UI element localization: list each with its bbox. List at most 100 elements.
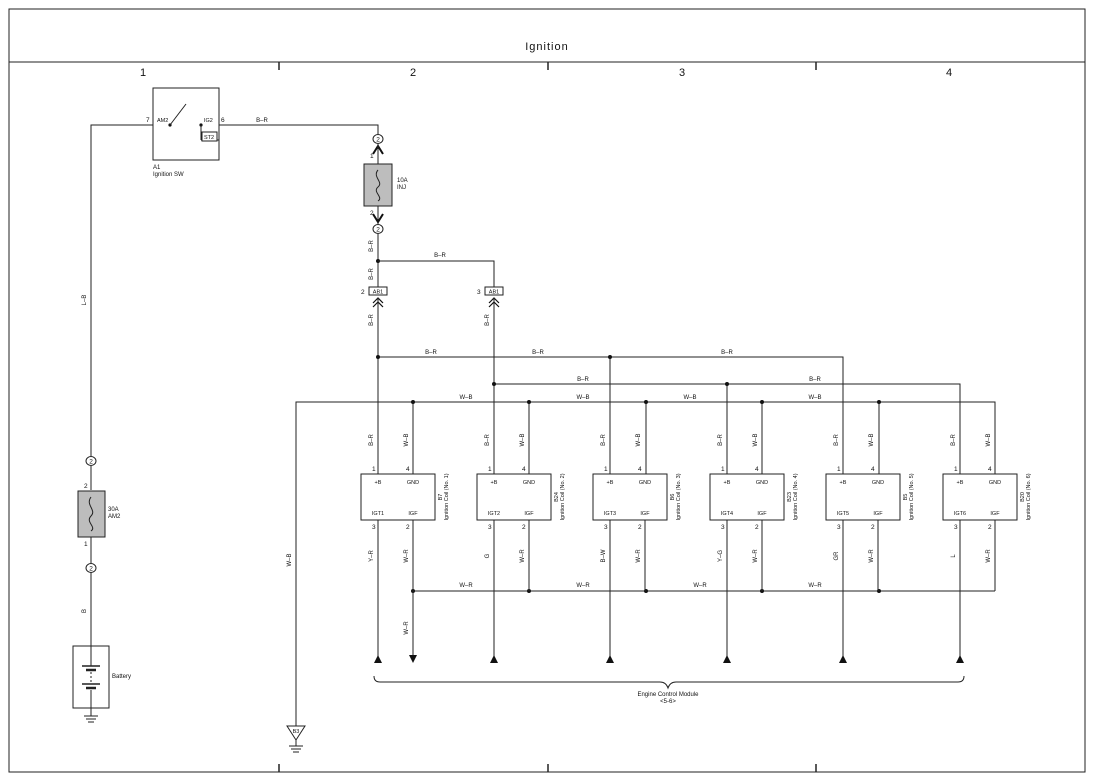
wire-label: B–R bbox=[577, 377, 589, 383]
wire-label: B–R bbox=[601, 433, 607, 445]
svg-text:2: 2 bbox=[89, 566, 93, 573]
svg-text:AB1: AB1 bbox=[489, 290, 499, 296]
coil-terminal-igt: IGT5 bbox=[837, 511, 849, 517]
coil-terminal-gnd: GND bbox=[523, 480, 535, 486]
fuse-pin: 1 bbox=[370, 153, 374, 160]
splice-dot bbox=[760, 400, 764, 404]
wire-label: B bbox=[82, 609, 88, 613]
coil-pin: 1 bbox=[372, 466, 376, 473]
coil-pin: 2 bbox=[638, 524, 642, 531]
connector-ab1-pin2: AB1 2 bbox=[361, 286, 388, 308]
column-number: 1 bbox=[140, 67, 146, 79]
splice-dot bbox=[644, 400, 648, 404]
svg-text:3: 3 bbox=[477, 289, 481, 296]
coil-pin: 2 bbox=[988, 524, 992, 531]
fuse-inj: 10A INJ bbox=[363, 163, 408, 207]
coil-pin: 4 bbox=[755, 466, 759, 473]
splice-dot bbox=[527, 400, 531, 404]
ecm-output-arrow bbox=[374, 655, 382, 663]
page-title: Ignition bbox=[525, 41, 568, 53]
wire-label: W–B bbox=[404, 433, 410, 446]
fuse-rating: 10A bbox=[397, 178, 408, 184]
fuse-pin: 1 bbox=[84, 541, 88, 548]
coil-pin: 3 bbox=[488, 524, 492, 531]
coil-terminal-igt: IGT6 bbox=[954, 511, 966, 517]
wire-label: B–R bbox=[951, 433, 957, 445]
coil-box bbox=[476, 473, 552, 521]
wire-label: W–B bbox=[576, 395, 589, 401]
fuse-pin: 2 bbox=[370, 210, 374, 217]
svg-text:AB1: AB1 bbox=[373, 290, 383, 296]
coil-pin: 3 bbox=[721, 524, 725, 531]
wire-label: W–B bbox=[986, 433, 992, 446]
coil-terminal-plus-b: +B bbox=[607, 480, 614, 486]
svg-text:2: 2 bbox=[361, 289, 365, 296]
junction-connector: 2 bbox=[372, 224, 384, 234]
wire-b-r bbox=[219, 124, 379, 134]
fuse-name: AM2 bbox=[108, 514, 121, 520]
ecm-label: Engine Control Module bbox=[637, 692, 699, 698]
junction-connector: 2 bbox=[85, 456, 97, 466]
coil-name: Ignition Coil (No. 3) bbox=[676, 473, 682, 520]
svg-text:B3: B3 bbox=[293, 729, 300, 735]
ecm-output-arrow bbox=[723, 655, 731, 663]
coil-terminal-gnd: GND bbox=[989, 480, 1001, 486]
wire-label: W–R bbox=[808, 583, 822, 589]
coil-terminal-gnd: GND bbox=[639, 480, 651, 486]
coil-name: Ignition Coil (No. 5) bbox=[909, 473, 915, 520]
coil-box bbox=[360, 473, 436, 521]
wire-label: B–R bbox=[721, 350, 733, 356]
coil-terminal-plus-b: +B bbox=[724, 480, 731, 486]
wire-label: W–R bbox=[986, 549, 992, 563]
wire-label: L bbox=[951, 554, 957, 558]
coil-terminal-igf: IGF bbox=[873, 511, 883, 517]
wire-b-r-bus bbox=[378, 356, 844, 474]
splice-dot bbox=[725, 382, 729, 386]
coil-box bbox=[825, 473, 901, 521]
switch-pin-st2: ST2 bbox=[204, 135, 214, 141]
wire-label: W–B bbox=[753, 433, 759, 446]
wire-label: B–R bbox=[532, 350, 544, 356]
wire-b-r bbox=[378, 260, 495, 287]
coil-pin: 3 bbox=[372, 524, 376, 531]
wire-label: B–R bbox=[718, 433, 724, 445]
splice-dot bbox=[877, 400, 881, 404]
battery-label: Battery bbox=[112, 674, 131, 680]
coil-pin: 1 bbox=[954, 466, 958, 473]
coil-terminal-gnd: GND bbox=[407, 480, 419, 486]
column-number: 2 bbox=[410, 67, 416, 79]
coil-terminal-gnd: GND bbox=[872, 480, 884, 486]
coil-terminal-plus-b: +B bbox=[957, 480, 964, 486]
wire-label: B–R bbox=[256, 118, 268, 124]
wire-label: Y–R bbox=[369, 549, 375, 561]
wire-label: B–R bbox=[369, 267, 375, 279]
wire-l-b bbox=[90, 124, 153, 456]
coil-name: Ignition Coil (No. 2) bbox=[560, 473, 566, 520]
coil-id: B23 bbox=[787, 492, 793, 502]
coil-box bbox=[942, 473, 1018, 521]
ecm-output-arrow bbox=[606, 655, 614, 663]
ecm-sub: <5-6> bbox=[660, 699, 676, 705]
wire-label: W–R bbox=[636, 549, 642, 563]
coil-pin: 1 bbox=[604, 466, 608, 473]
wire-label: GR bbox=[834, 551, 840, 561]
switch-pin-ig2: IG2 bbox=[204, 118, 213, 124]
splice-dot bbox=[376, 355, 380, 359]
wire-label: W–R bbox=[576, 583, 590, 589]
coil-pin: 1 bbox=[488, 466, 492, 473]
wire-label: W–B bbox=[636, 433, 642, 446]
wire-label: W–R bbox=[869, 549, 875, 563]
fuse-name: INJ bbox=[397, 185, 406, 191]
wire-label: B–R bbox=[434, 253, 446, 259]
coil-terminal-igf: IGF bbox=[640, 511, 650, 517]
coil-pin: 2 bbox=[871, 524, 875, 531]
coil-terminal-igt: IGT1 bbox=[372, 511, 384, 517]
coil-pin: 1 bbox=[837, 466, 841, 473]
wire-label: G bbox=[485, 553, 491, 558]
connector-ab1-pin3: AB1 3 bbox=[477, 286, 504, 308]
